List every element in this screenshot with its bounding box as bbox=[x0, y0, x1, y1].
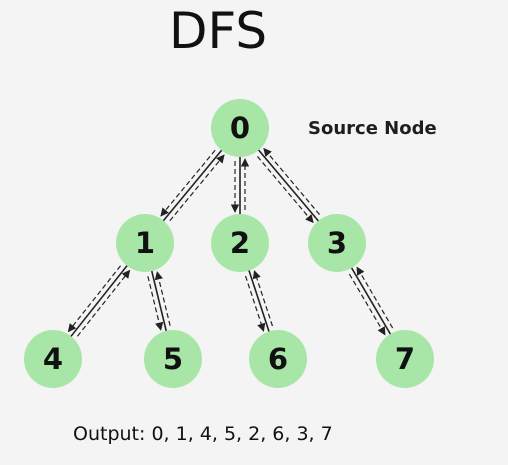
node-circle bbox=[376, 330, 434, 388]
node-label: 3 bbox=[327, 226, 347, 260]
forward-traversal-arrow bbox=[244, 275, 266, 332]
forward-traversal-arrow bbox=[348, 273, 386, 336]
backtrack-arrow bbox=[356, 266, 394, 329]
tree-edge bbox=[162, 149, 223, 222]
node-circle bbox=[308, 214, 366, 272]
node-7: 7 bbox=[376, 330, 434, 388]
node-1: 1 bbox=[116, 214, 174, 272]
edge-2-6 bbox=[244, 269, 274, 333]
node-circle bbox=[24, 330, 82, 388]
tree-edge bbox=[257, 148, 320, 223]
node-label: 5 bbox=[163, 342, 183, 376]
edge-1-4 bbox=[67, 264, 131, 338]
forward-traversal-arrow bbox=[160, 149, 216, 217]
node-4: 4 bbox=[24, 330, 82, 388]
edge-0-3 bbox=[256, 147, 321, 224]
node-circle bbox=[249, 330, 307, 388]
backtrack-arrow bbox=[76, 269, 131, 337]
diagram-title: DFS bbox=[169, 2, 267, 60]
tree-edge bbox=[350, 266, 392, 336]
node-label: 0 bbox=[230, 111, 250, 145]
node-3: 3 bbox=[308, 214, 366, 272]
forward-traversal-arrow bbox=[256, 156, 314, 224]
node-label: 7 bbox=[395, 342, 415, 376]
node-circle bbox=[211, 214, 269, 272]
node-5: 5 bbox=[144, 330, 202, 388]
node-circle bbox=[211, 99, 269, 157]
backtrack-arrow bbox=[263, 147, 321, 215]
output-text: Output: 0, 1, 4, 5, 2, 6, 3, 7 bbox=[73, 423, 333, 445]
edge-0-1 bbox=[160, 149, 225, 222]
edge-0-2 bbox=[230, 156, 250, 215]
edge-3-7 bbox=[348, 266, 394, 336]
node-circle bbox=[144, 330, 202, 388]
node-2: 2 bbox=[211, 214, 269, 272]
source-node-label: Source Node bbox=[308, 118, 437, 139]
forward-traversal-arrow bbox=[147, 276, 164, 331]
node-label: 2 bbox=[230, 226, 250, 260]
forward-traversal-arrow bbox=[67, 265, 122, 333]
nodes: 0 1 2 3 4 5 6 7 bbox=[24, 99, 434, 388]
node-label: 4 bbox=[43, 342, 63, 376]
backtrack-arrow bbox=[154, 271, 171, 326]
node-6: 6 bbox=[249, 330, 307, 388]
tree-edge bbox=[150, 270, 168, 332]
edge-1-5 bbox=[147, 270, 171, 332]
node-circle bbox=[116, 214, 174, 272]
tree-edge bbox=[69, 264, 129, 338]
backtrack-arrow bbox=[169, 154, 225, 222]
node-0: 0 bbox=[211, 99, 269, 157]
backtrack-arrow bbox=[252, 270, 274, 327]
tree-edge bbox=[247, 269, 271, 333]
node-label: 1 bbox=[135, 226, 155, 260]
node-label: 6 bbox=[268, 342, 288, 376]
edges bbox=[67, 147, 394, 338]
